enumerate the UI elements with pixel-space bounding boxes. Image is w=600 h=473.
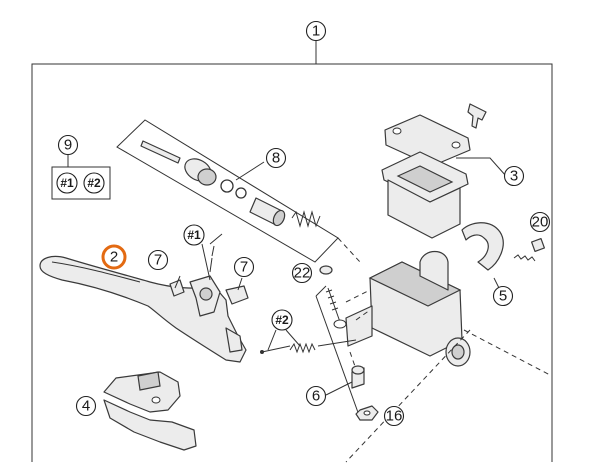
callout-20-label: 20 bbox=[532, 214, 549, 231]
callout-16-label: 16 bbox=[386, 408, 403, 425]
dash-ref-3 bbox=[355, 309, 371, 321]
nut-16-group bbox=[355, 405, 379, 421]
outer-frame bbox=[31, 63, 553, 462]
callout-6-label: 6 bbox=[312, 388, 320, 405]
callout-8-label: 8 bbox=[272, 150, 280, 167]
brake-lever-group bbox=[39, 245, 249, 363]
callout-3-label: 3 bbox=[510, 168, 518, 185]
leader-7b bbox=[237, 277, 243, 291]
callout-5-label: 5 bbox=[499, 288, 507, 305]
callout-7-right[interactable]: 7 bbox=[233, 256, 255, 278]
callout-22[interactable]: 22 bbox=[291, 262, 313, 284]
callout-8[interactable]: 8 bbox=[265, 147, 287, 169]
callout-2-label: 2 bbox=[110, 249, 118, 266]
leader-8 bbox=[235, 161, 265, 181]
guard-piece-group bbox=[103, 371, 197, 451]
lever-kit-1-badge-label: #1 bbox=[187, 228, 201, 242]
callout-9[interactable]: 9 bbox=[57, 134, 79, 156]
callout-5[interactable]: 5 bbox=[492, 285, 514, 307]
callout-7-left-label: 7 bbox=[154, 252, 162, 269]
leader-k2-pin bbox=[267, 329, 301, 351]
frame-line-left bbox=[315, 295, 361, 419]
kit-2-badge[interactable]: #2 bbox=[83, 172, 105, 194]
callout-20[interactable]: 20 bbox=[529, 211, 551, 233]
leader-6 bbox=[325, 381, 353, 396]
pin-set-group bbox=[260, 339, 357, 354]
callout-16[interactable]: 16 bbox=[383, 405, 405, 427]
master-cylinder-group bbox=[345, 250, 471, 367]
kit-1-badge-label: #1 bbox=[60, 176, 74, 190]
dash-ref-2 bbox=[345, 289, 371, 303]
dash-ref-5 bbox=[345, 329, 471, 463]
dash-ref-1 bbox=[337, 237, 361, 263]
callout-7-right-label: 7 bbox=[240, 259, 248, 276]
frame-line-top bbox=[315, 285, 327, 297]
bushing-6-group bbox=[351, 365, 365, 389]
dash-ref-4 bbox=[463, 329, 551, 376]
leader-7a bbox=[174, 275, 181, 289]
callout-9-label: 9 bbox=[64, 137, 72, 154]
reservoir-cover-group bbox=[381, 103, 487, 239]
lever-kit-1-badge[interactable]: #1 bbox=[183, 224, 205, 246]
callout-4-label: 4 bbox=[82, 398, 90, 415]
callout-1-label: 1 bbox=[312, 23, 320, 40]
callout-1[interactable]: 1 bbox=[305, 20, 327, 42]
kit-1-badge[interactable]: #1 bbox=[56, 172, 78, 194]
callout-22-label: 22 bbox=[294, 265, 311, 282]
callout-4[interactable]: 4 bbox=[75, 395, 97, 417]
callout-7-left[interactable]: 7 bbox=[147, 249, 169, 271]
pin-kit-2-badge[interactable]: #2 bbox=[271, 309, 293, 331]
kit-2-badge-label: #2 bbox=[87, 176, 101, 190]
screw-22-group bbox=[319, 265, 347, 329]
callout-6[interactable]: 6 bbox=[305, 385, 327, 407]
callout-2[interactable]: 2 bbox=[101, 244, 127, 270]
pin-kit-2-badge-label: #2 bbox=[275, 313, 289, 327]
leader-k1-lever bbox=[201, 233, 223, 281]
callout-3[interactable]: 3 bbox=[503, 165, 525, 187]
repair-kit-group bbox=[116, 119, 339, 263]
bolt-20-group bbox=[513, 237, 546, 262]
clamp-group bbox=[461, 222, 504, 271]
leader-3 bbox=[456, 157, 507, 177]
